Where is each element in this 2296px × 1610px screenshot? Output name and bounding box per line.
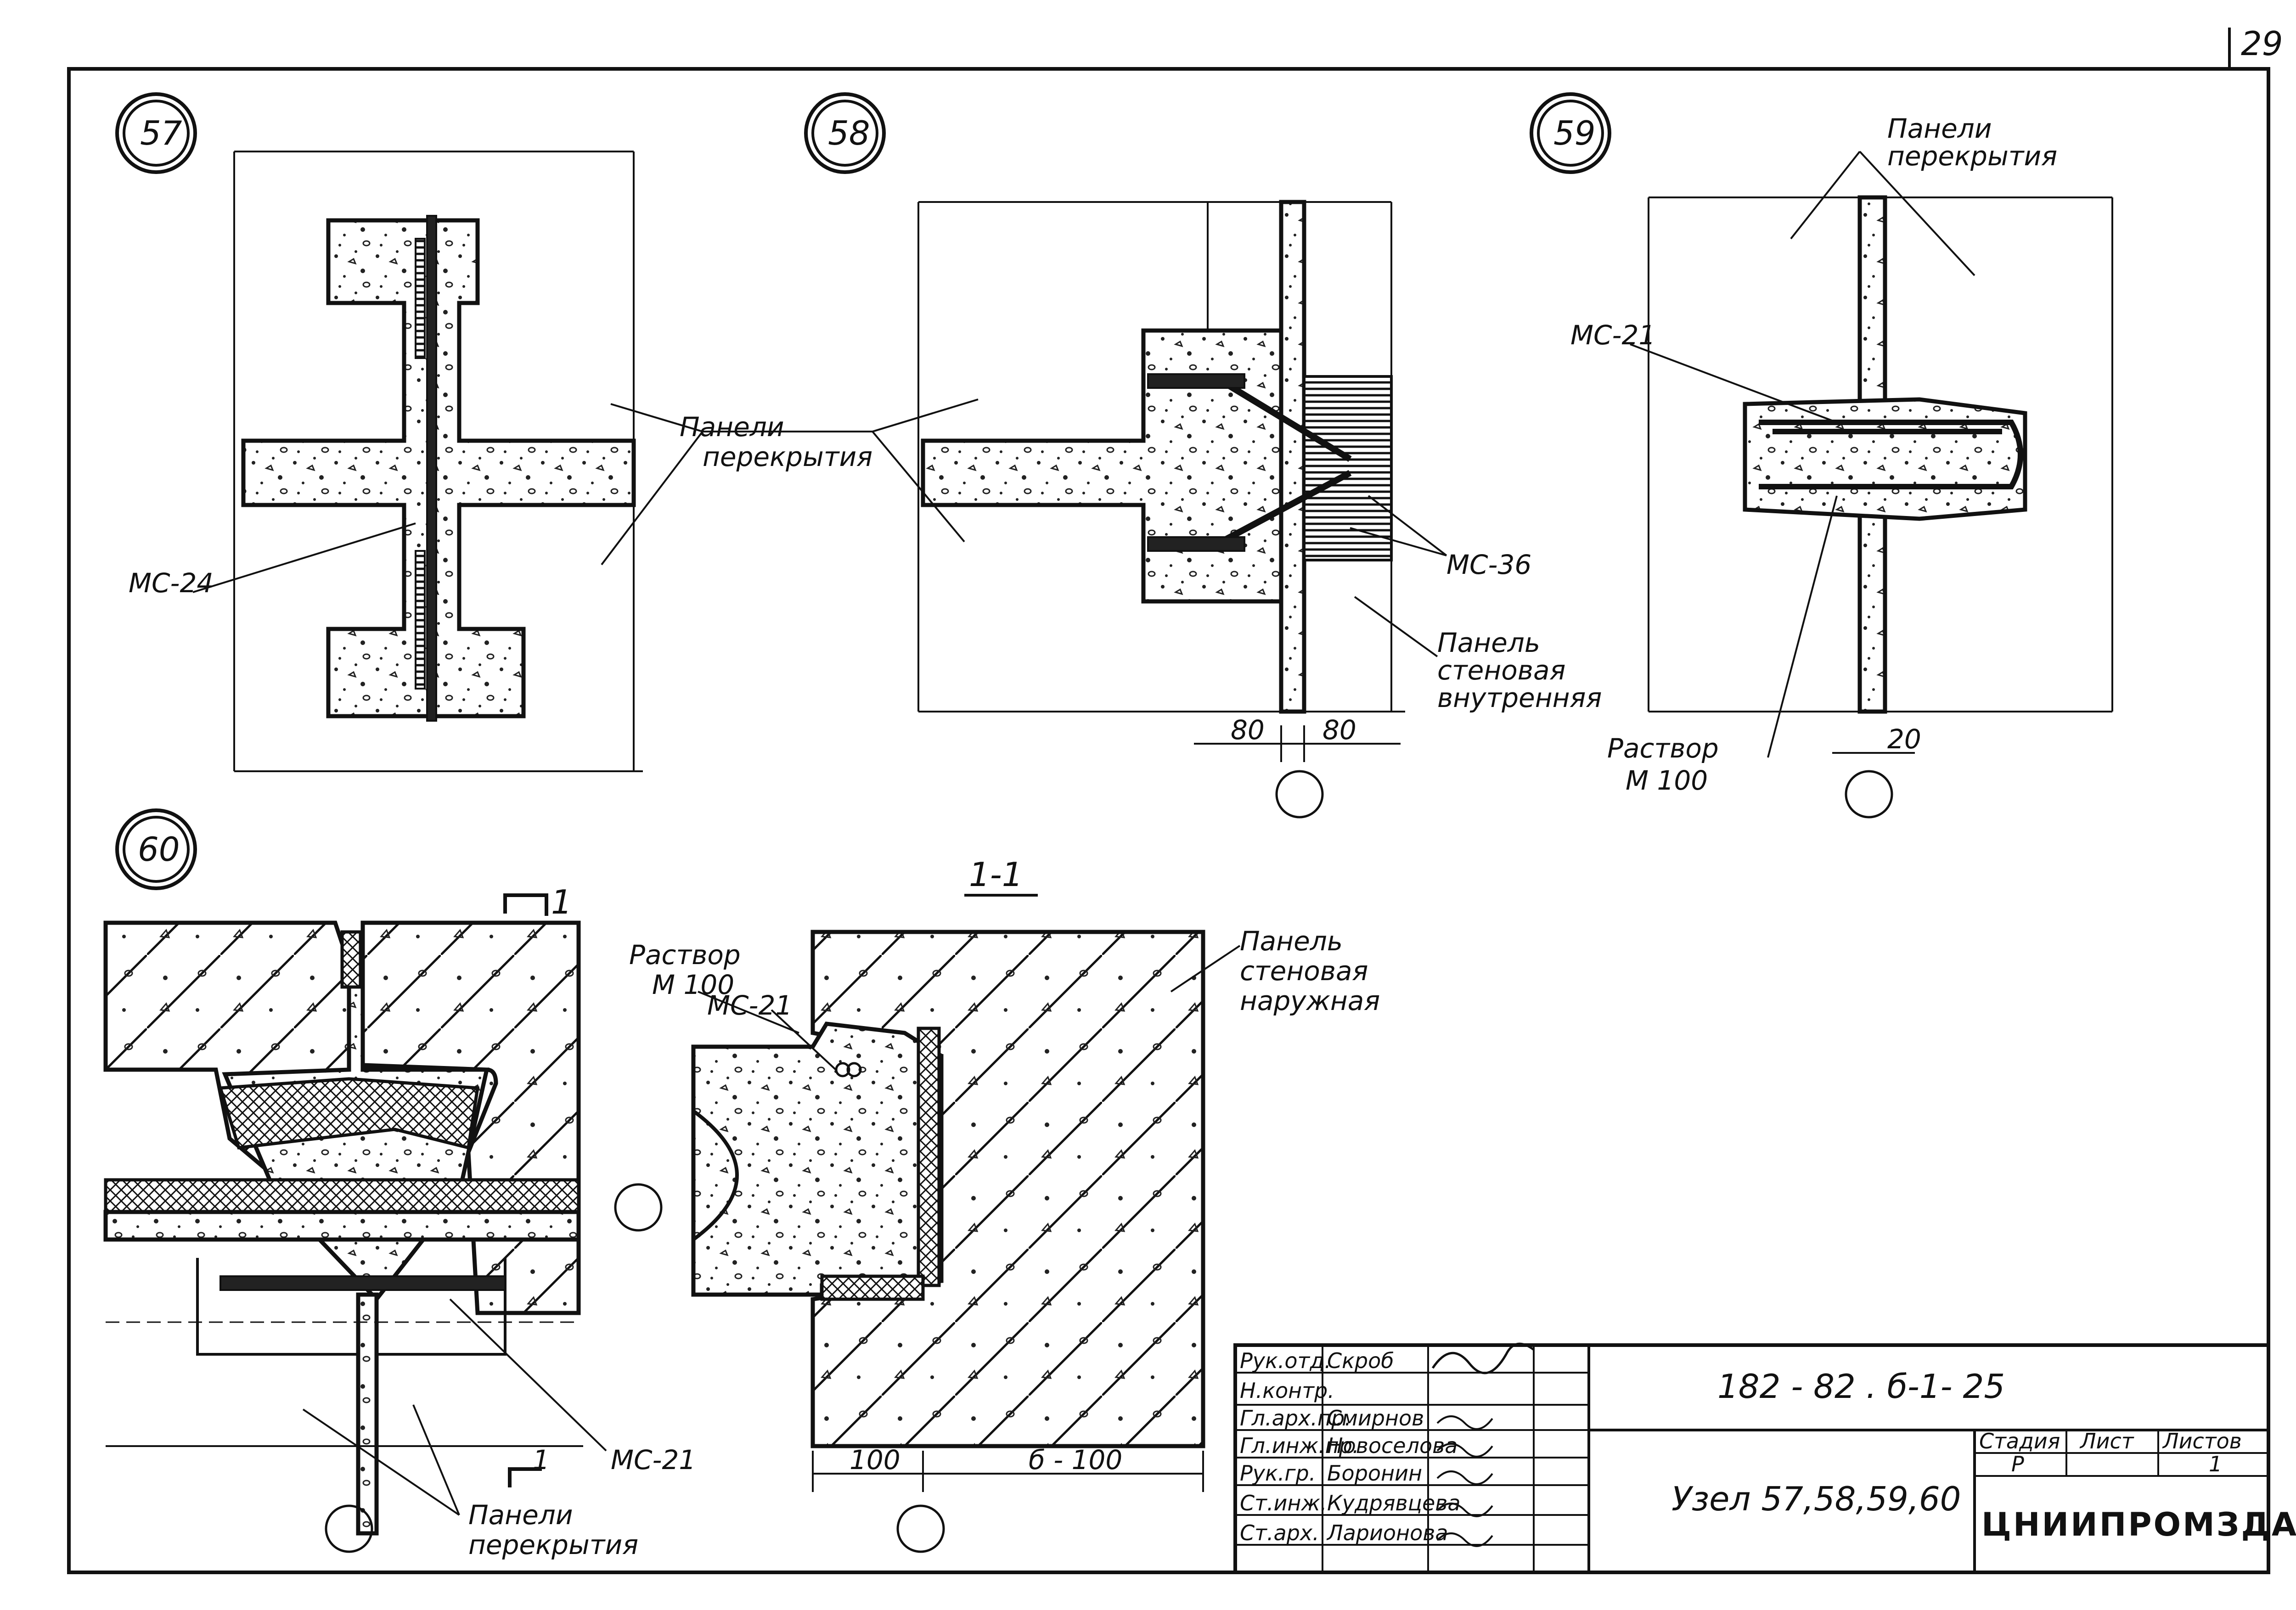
name-cell: Новоселова: [1327, 1433, 1458, 1458]
paneli-label-line2: перекрытия: [703, 441, 872, 472]
node-58-label: 58: [828, 114, 870, 152]
node-57: 57 МС-24: [115, 92, 703, 772]
title-block-row: Рук.отд. Скроб: [1240, 1348, 1394, 1373]
dim-20: 20: [1887, 724, 1921, 755]
org-name: ЦНИИПРОМЗДАНИЙ: [1981, 1506, 2296, 1543]
rastvor-59-line1: Раствор: [1607, 733, 1719, 764]
role-cell: Н.контр.: [1240, 1378, 1334, 1403]
title-block-row: Гл.инж.пр. Новоселова: [1240, 1433, 1458, 1458]
name-cell: Скроб: [1327, 1348, 1394, 1373]
title-block: Рук.отд. Скроб Н.контр. Гл.арх.пр. Смирн…: [1233, 1342, 2296, 1574]
paneli-label-line1: Панели: [680, 411, 784, 443]
dim-100: 100: [850, 1444, 900, 1475]
rastvor-11-line1: Раствор: [629, 939, 741, 970]
dim-80-a: 80: [1231, 714, 1265, 746]
role-cell: Рук.отд.: [1240, 1348, 1331, 1373]
paneli-label-59-line2: перекрытия: [1887, 140, 2057, 172]
doc-code: 182 - 82 . б-1- 25: [1717, 1367, 2005, 1406]
panel-vnutr-line1: Панель: [1437, 627, 1540, 658]
sheet-header: Лист: [2079, 1429, 2134, 1453]
role-cell: Рук.гр.: [1240, 1461, 1316, 1486]
dim-80-b: 80: [1322, 714, 1356, 746]
title-block-row: Гл.арх.пр. Смирнов: [1240, 1406, 1424, 1430]
mc21-label-11: МС-21: [707, 990, 792, 1021]
title-block-row: Н.контр.: [1240, 1378, 1334, 1403]
title-block-row: Рук.гр. Боронин: [1240, 1461, 1422, 1486]
mc21-label-60: МС-21: [611, 1444, 696, 1475]
section-1-1: 1-1 МС-21 Раствор М 100 Панель стеновая …: [629, 855, 1380, 1553]
role-cell: Ст.инж.: [1240, 1491, 1327, 1515]
title-block-row: Ст.инж. Кудрявцева: [1240, 1491, 1461, 1515]
node-59: 59 МС-21 Панели перекрытия Раствор М 100…: [1530, 92, 2113, 819]
mc21-label-59: МС-21: [1570, 320, 1655, 351]
panel-vnutr-line3: внутренняя: [1437, 682, 1602, 713]
signatures: [1431, 1342, 1535, 1547]
sheets-value: 1: [2209, 1452, 2222, 1476]
node-60-label: 60: [138, 830, 180, 869]
panel-vnutr-label: Панель стеновая внутренняя: [1437, 627, 1602, 713]
panel-naruzh-line2: стеновая: [1240, 955, 1368, 987]
name-cell: Боронин: [1327, 1461, 1422, 1486]
name-cell: Кудрявцева: [1327, 1491, 1461, 1515]
role-cell: Ст.арх.: [1240, 1520, 1319, 1545]
stage-header: Стадия: [1979, 1429, 2060, 1453]
section-marker-bottom: 1: [533, 1444, 550, 1475]
paneli-label-59-line1: Панели: [1887, 113, 1992, 144]
sheet-name: Узел 57,58,59,60: [1671, 1480, 1961, 1518]
paneli-label-60-line2: перекрытия: [468, 1529, 638, 1560]
sheets-header: Листов: [2162, 1429, 2242, 1453]
title-block-row: Ст.арх. Ларионова: [1240, 1520, 1448, 1545]
dim-b-100: б - 100: [1029, 1444, 1122, 1475]
role-cell: Гл.арх.пр.: [1240, 1406, 1351, 1430]
paneli-label-60-line1: Панели: [468, 1499, 573, 1531]
stage-value: Р: [2011, 1452, 2024, 1476]
role-cell: Гл.инж.пр.: [1240, 1433, 1359, 1458]
rastvor-59-line2: М 100: [1626, 765, 1708, 796]
section-marker-top: 1: [551, 883, 572, 921]
name-cell: Смирнов: [1327, 1406, 1424, 1430]
frame: 29: [67, 24, 2283, 1574]
paneli-label-57: Панели перекрытия: [680, 411, 872, 472]
panel-naruzh-line3: наружная: [1240, 985, 1380, 1016]
rastvor-11-line2: М 100: [652, 969, 734, 1000]
node-60: 60 1 МС-21 1 Панели перекрытия: [103, 808, 696, 1560]
node-59-label: 59: [1553, 114, 1596, 152]
panel-vnutr-line2: стеновая: [1437, 655, 1565, 686]
mc24-label: МС-24: [129, 567, 214, 599]
panel-naruzh-line1: Панель: [1240, 926, 1343, 957]
name-cell: Ларионова: [1326, 1520, 1448, 1545]
mc36-label: МС-36: [1446, 549, 1531, 580]
node-58: 58 МС-36 80 80: [804, 92, 1531, 819]
page-number: 29: [2241, 24, 2283, 63]
node-57-label: 57: [140, 114, 182, 152]
section-title: 1-1: [969, 855, 1023, 894]
